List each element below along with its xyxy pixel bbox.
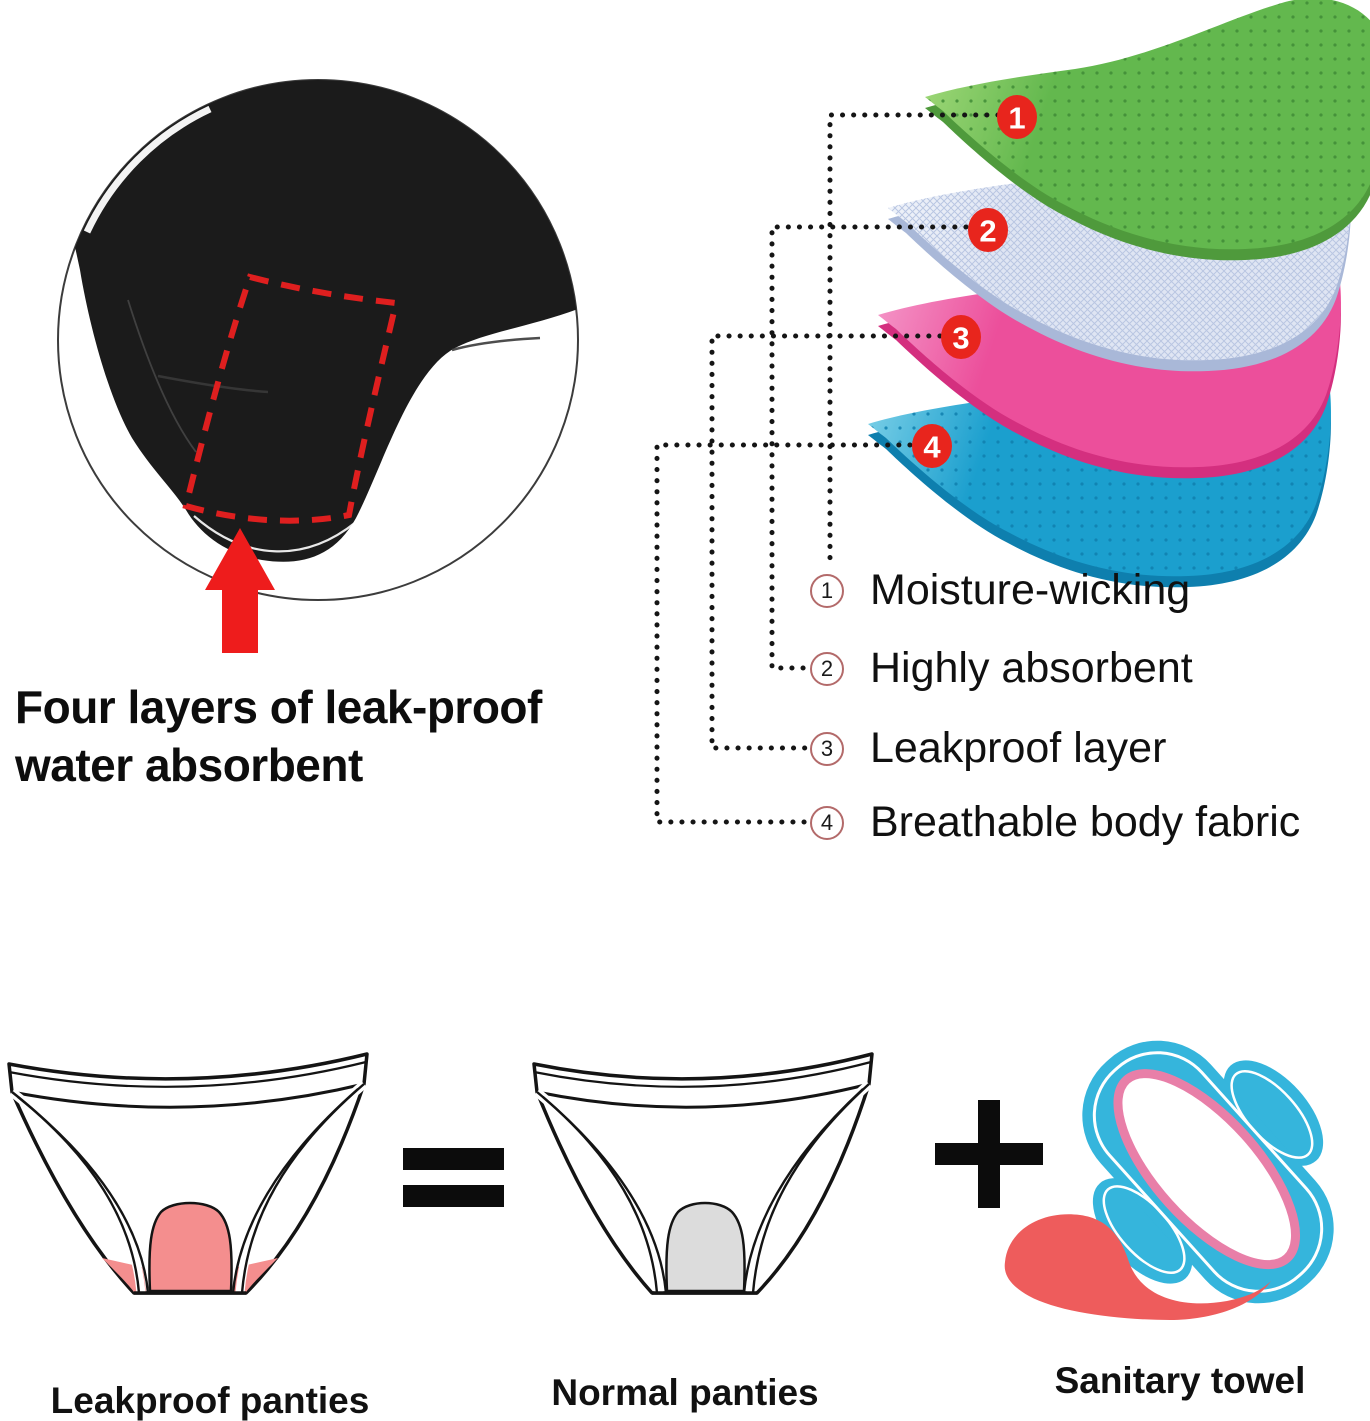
connector-1 (827, 112, 1001, 569)
legend-row-4: 4 Breathable body fabric (810, 801, 1300, 844)
headline: Four layers of leak-proof water absorben… (15, 678, 675, 794)
fabric-layers-stack (868, 0, 1370, 588)
svg-text:3: 3 (952, 321, 969, 356)
svg-text:4: 4 (923, 430, 941, 465)
layer-badges: 1 2 3 4 (912, 95, 1037, 468)
connector-4 (654, 442, 913, 825)
gray-gusset (665, 1201, 746, 1293)
badge-4: 4 (912, 424, 952, 468)
legend-row-1: 1 Moisture-wicking (810, 569, 1190, 612)
legend-row-2: 2 Highly absorbent (810, 647, 1193, 690)
legend-row-3: 3 Leakproof layer (810, 727, 1166, 770)
legend-number-3: 3 (810, 731, 844, 766)
up-arrow (205, 528, 275, 653)
badge-1: 1 (997, 95, 1037, 139)
badge-2: 2 (968, 208, 1008, 252)
legend-label-4: Breathable body fabric (870, 798, 1301, 846)
legend-number-2: 2 (810, 651, 844, 686)
legend-number-1: 1 (810, 573, 844, 608)
legend-number-4: 4 (810, 805, 844, 840)
svg-text:2: 2 (979, 214, 996, 249)
badge-3: 3 (941, 315, 981, 359)
leakproof-panty-illustration (7, 1052, 369, 1295)
leakproof-panties-label: Leakproof panties (50, 1380, 370, 1421)
sanitary-towel-illustration (1004, 1040, 1334, 1320)
absorbent-zone-dashed-outline (182, 273, 400, 524)
closeup-circle-illustration (57, 79, 579, 653)
pink-gusset (148, 1201, 233, 1293)
sanitary-towel-label: Sanitary towel (1054, 1360, 1306, 1401)
connector-3 (709, 333, 943, 751)
normal-panty-illustration (532, 1052, 874, 1295)
connector-lines (654, 112, 1001, 825)
headline-line1: Four layers of leak-proof (15, 681, 542, 733)
headline-line2: water absorbent (15, 739, 363, 791)
equals-sign (403, 1148, 504, 1207)
legend-label-3: Leakproof layer (870, 724, 1167, 772)
svg-text:1: 1 (1008, 101, 1025, 136)
legend-label-1: Moisture-wicking (870, 566, 1191, 614)
plus-sign (935, 1100, 1043, 1208)
legend-label-2: Highly absorbent (870, 644, 1193, 692)
pad-center-opening (1113, 1069, 1301, 1270)
normal-panties-label: Normal panties (551, 1372, 819, 1413)
red-fluid-blob (1004, 1214, 1271, 1320)
